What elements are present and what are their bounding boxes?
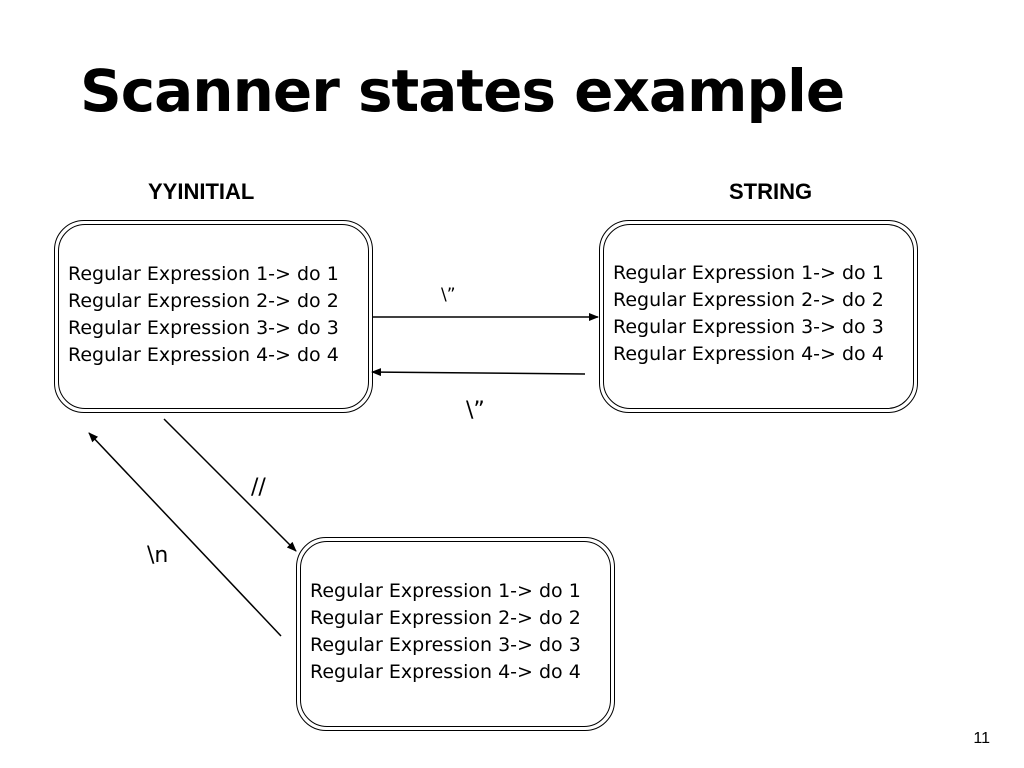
rule-item: Regular Expression 4-> do 4: [613, 343, 884, 365]
arrow-string-to-initial: [371, 368, 586, 377]
arrow-comment-to-initial: [88, 432, 282, 637]
state-label-string: STRING: [729, 179, 813, 204]
transition-label-comment-to-initial: \n: [147, 543, 169, 568]
rule-item: Regular Expression 2-> do 2: [68, 290, 339, 312]
rule-item: Regular Expression 1-> do 1: [613, 262, 884, 284]
state-box-comment: Regular Expression 1-> do 1 Regular Expr…: [296, 537, 615, 731]
state-label-yyinitial: YYINITIAL: [148, 179, 255, 204]
rule-item: Regular Expression 3-> do 3: [613, 316, 884, 338]
rule-item: Regular Expression 4-> do 4: [68, 344, 339, 366]
rule-item: Regular Expression 3-> do 3: [310, 634, 581, 656]
rule-list-yyinitial: Regular Expression 1-> do 1 Regular Expr…: [68, 261, 339, 369]
rule-list-comment: Regular Expression 1-> do 1 Regular Expr…: [310, 578, 581, 686]
state-box-inner-border: [58, 224, 369, 409]
page-number: 11: [973, 730, 990, 747]
state-box-string: Regular Expression 1-> do 1 Regular Expr…: [599, 220, 918, 413]
transition-label-string-to-initial: \”: [466, 398, 485, 423]
transition-label-initial-to-comment: //: [251, 475, 266, 500]
arrow-initial-to-comment: [163, 418, 297, 552]
rule-item: Regular Expression 4-> do 4: [310, 661, 581, 683]
state-box-inner-border: [603, 224, 914, 409]
state-box-yyinitial: Regular Expression 1-> do 1 Regular Expr…: [54, 220, 373, 413]
slide-title: Scanner states example: [80, 57, 845, 125]
rule-list-string: Regular Expression 1-> do 1 Regular Expr…: [613, 260, 884, 368]
rule-item: Regular Expression 1-> do 1: [68, 263, 339, 285]
rule-item: Regular Expression 2-> do 2: [613, 289, 884, 311]
state-box-inner-border: [300, 541, 611, 727]
rule-item: Regular Expression 1-> do 1: [310, 580, 581, 602]
transition-label-initial-to-string: \”: [441, 285, 456, 305]
rule-item: Regular Expression 2-> do 2: [310, 607, 581, 629]
rule-item: Regular Expression 3-> do 3: [68, 317, 339, 339]
